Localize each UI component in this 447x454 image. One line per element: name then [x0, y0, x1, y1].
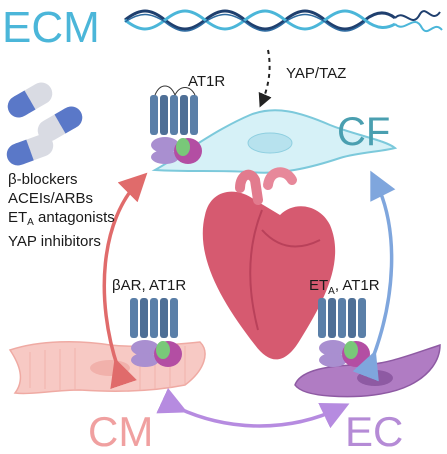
- gpcr-receptor-icon: [130, 298, 182, 367]
- cm-label: CM: [88, 408, 153, 454]
- yap-taz-label: YAP/TAZ: [286, 65, 346, 82]
- drug-item: ETA antagonists: [8, 209, 115, 228]
- cm-cf-arrow: [102, 172, 148, 390]
- cm-receptors-label: βAR, AT1R: [112, 277, 186, 294]
- endothelial-nucleus: [357, 370, 393, 386]
- ecm-label: ECM: [2, 3, 100, 52]
- cardiomyocyte-nucleus: [90, 360, 130, 376]
- collagen-helix-icon: [124, 9, 443, 33]
- yap-taz-arrow: [258, 49, 272, 108]
- gpcr-receptor-icon: [318, 298, 370, 367]
- ec-cf-arrow: [352, 170, 396, 382]
- cm-ec-arrow: [156, 387, 350, 429]
- at1r-top-label: AT1R: [188, 73, 225, 90]
- fibroblast-nucleus: [247, 132, 293, 154]
- cf-label: CF: [337, 110, 390, 154]
- drug-item: β-blockers: [8, 171, 78, 188]
- drug-item: YAP inhibitors: [8, 233, 101, 250]
- drug-list: β-blockers ACEIs/ARBs ETA antagonists YA…: [8, 170, 115, 251]
- gpcr-receptor-icon: [150, 85, 202, 164]
- drug-item: ACEIs/ARBs: [8, 190, 94, 207]
- heart-icon: [202, 167, 336, 360]
- capsule-pill-icon: [6, 82, 83, 166]
- ec-label: EC: [345, 408, 403, 454]
